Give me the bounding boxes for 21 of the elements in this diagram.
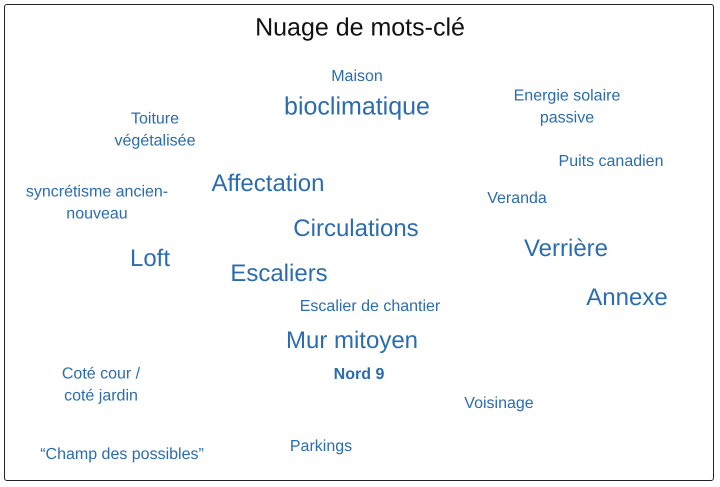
keyword-text: Maison: [331, 66, 383, 87]
keyword-text: Annexe: [586, 283, 668, 314]
keyword-text: Escaliers: [230, 259, 328, 290]
keyword-text: Veranda: [487, 188, 547, 209]
title: Nuage de mots-clé: [255, 14, 465, 42]
keyword-text: Loft: [130, 244, 170, 274]
keyword-text: “Champ des possibles”: [40, 444, 204, 465]
keyword-text: Verrière: [524, 234, 608, 264]
keyword-text: Toiture végétalisée: [114, 110, 196, 152]
keyword-text: syncrétisme ancien-nouveau: [24, 182, 170, 225]
keyword-text: Energie solaire passive: [512, 86, 622, 129]
keyword-text: Nord 9: [334, 364, 384, 385]
keyword-text: Coté cour / coté jardin: [60, 364, 142, 407]
keyword-text: Voisinage: [464, 394, 534, 414]
keyword-text: Affectation: [212, 169, 324, 200]
keyword-text: Parkings: [290, 436, 352, 457]
keyword-text: Mur mitoyen: [286, 326, 418, 356]
keyword-text: Puits canadien: [558, 152, 664, 172]
keyword-text: bioclimatique: [284, 92, 430, 122]
keyword-text: Escalier de chantier: [300, 296, 440, 317]
keyword-text: Circulations: [293, 214, 419, 244]
